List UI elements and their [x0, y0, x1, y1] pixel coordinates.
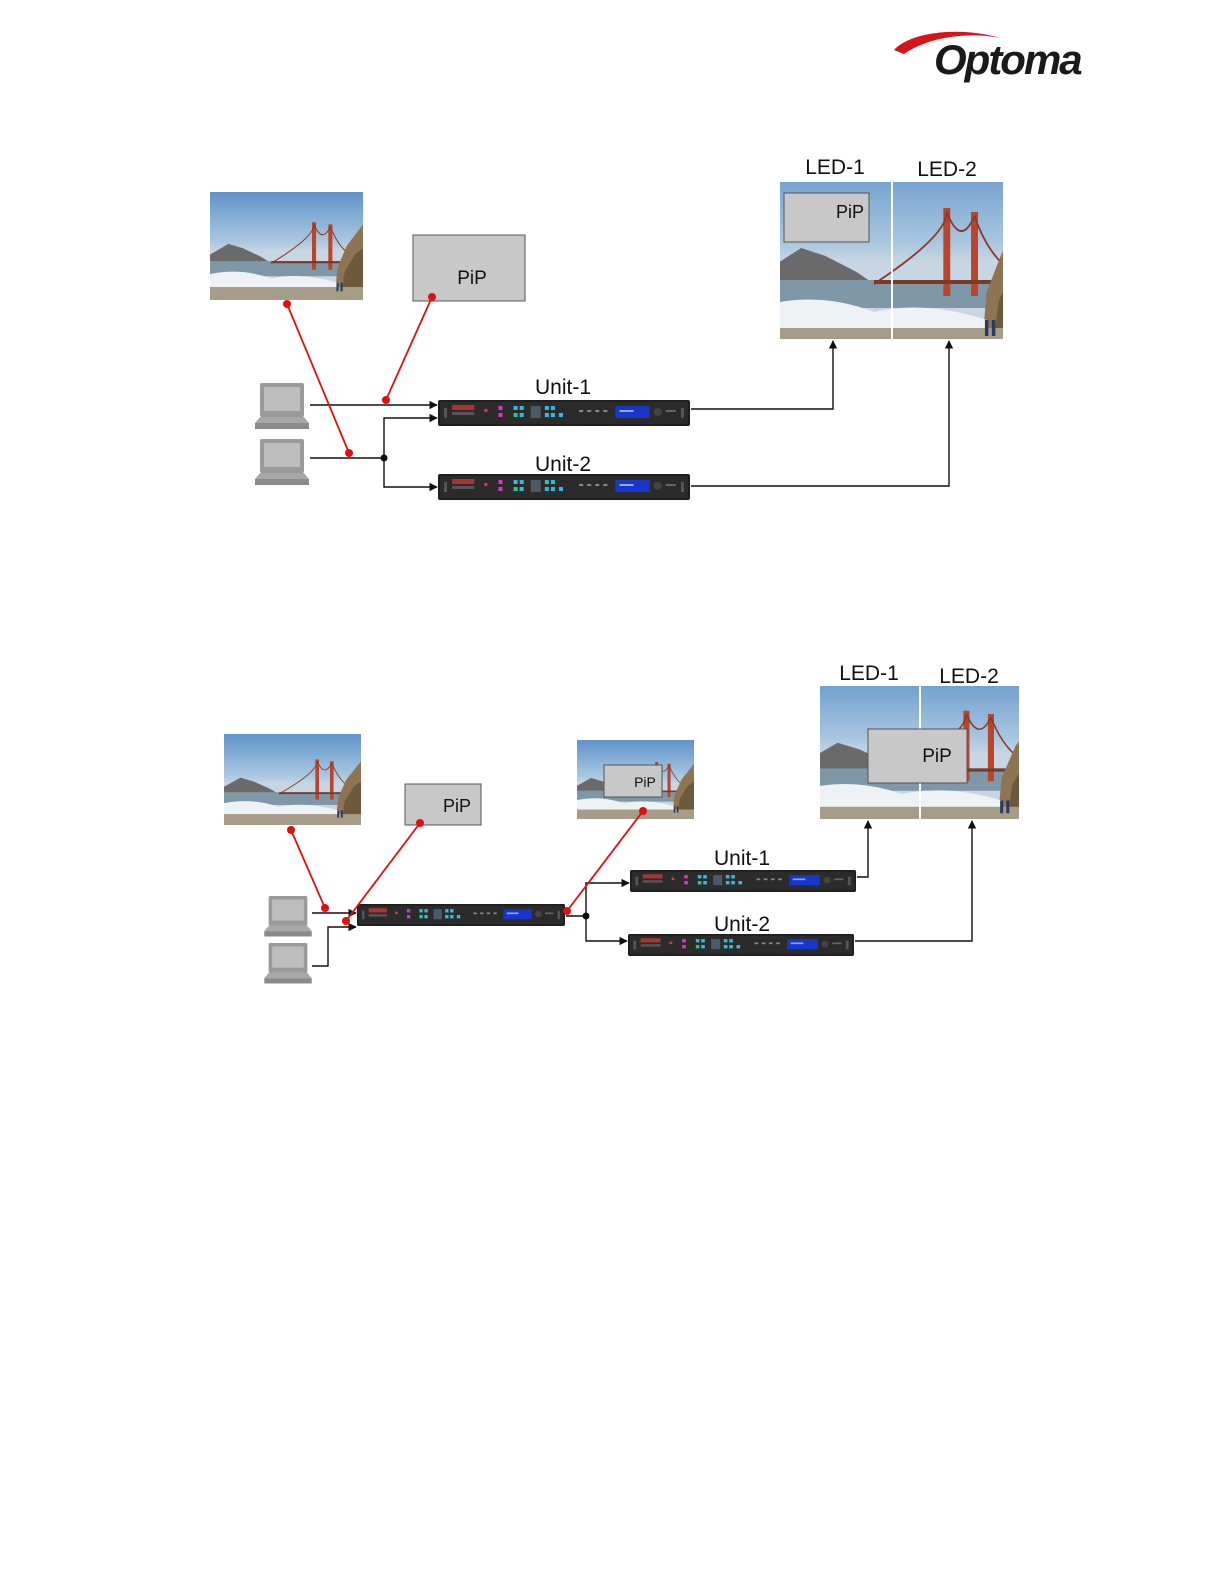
diagram-1: PiP PiP LED-1 LED-2 Unit-1 Unit-2 — [210, 152, 1030, 500]
pip-window-2 — [868, 729, 967, 783]
source-image-1 — [210, 192, 363, 300]
pip-preview-label: PiP — [634, 774, 656, 790]
processor-device — [357, 904, 565, 926]
unit2-label-1: Unit-2 — [535, 453, 591, 476]
led2-label-1: LED-2 — [917, 158, 977, 181]
pip-window-label-2: PiP — [922, 746, 952, 767]
led-wall-1: PiP — [770, 152, 1030, 352]
preview-composite: PiP — [577, 740, 694, 819]
led2-label-2: LED-2 — [939, 665, 999, 688]
diagram-2: PiP PiP PiP LED-1 LED-2 — [224, 662, 1040, 983]
unit1-label-1: Unit-1 — [535, 376, 591, 399]
pip-window-label-1: PiP — [836, 202, 864, 222]
led-wall-2: PiP — [810, 666, 1040, 826]
laptop-icon — [264, 896, 312, 936]
pip-source-label-2: PiP — [443, 796, 471, 816]
source-image-2 — [224, 734, 361, 825]
laptop-icon — [255, 439, 309, 485]
laptop-icon — [255, 383, 309, 429]
unit2-label-2: Unit-2 — [714, 913, 770, 936]
unit-1-device — [438, 400, 690, 426]
unit-2-device — [438, 474, 690, 500]
led1-label-1: LED-1 — [805, 156, 865, 179]
unit-2-device — [628, 934, 854, 956]
unit1-label-2: Unit-1 — [714, 847, 770, 870]
laptop-icon — [264, 943, 312, 983]
led1-label-2: LED-1 — [839, 662, 899, 685]
red-links-1 — [287, 297, 432, 453]
unit-1-device — [630, 870, 856, 892]
pip-source-label-1: PiP — [457, 268, 487, 289]
